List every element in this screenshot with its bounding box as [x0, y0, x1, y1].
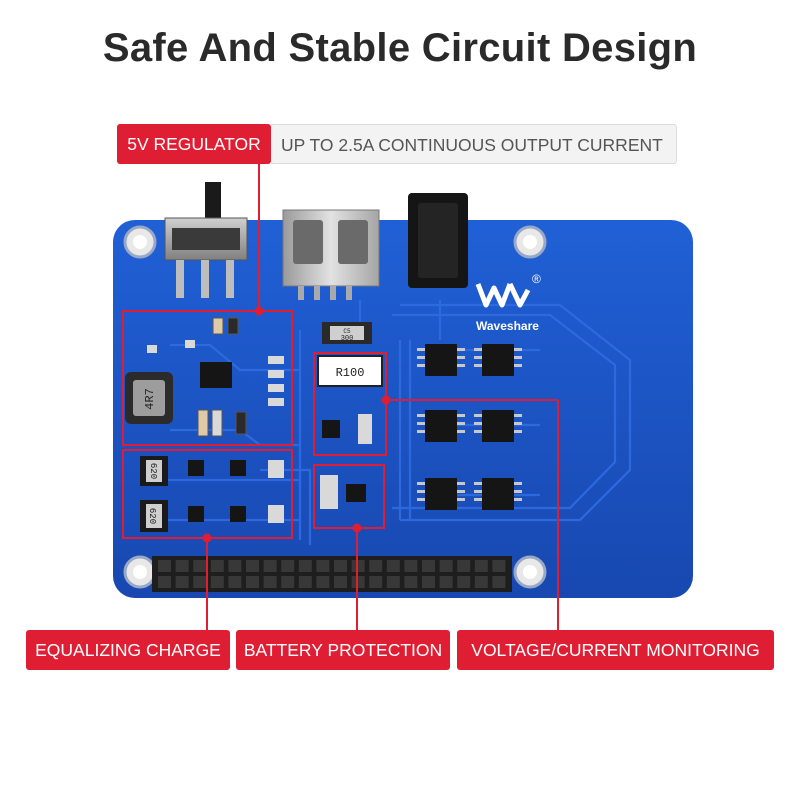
header-pin	[474, 576, 488, 588]
header-pin	[457, 576, 471, 588]
header-pin	[334, 576, 347, 588]
header-pin	[210, 576, 224, 588]
resistor-large-code: R100	[336, 366, 365, 380]
header-pin	[474, 560, 488, 572]
header-pin	[193, 576, 207, 588]
pcb-body	[113, 220, 693, 598]
gpio-header	[152, 556, 512, 592]
header-pin	[404, 560, 418, 572]
header-pin	[246, 576, 259, 588]
header-pin	[281, 576, 295, 588]
header-pin	[298, 560, 312, 572]
callout-regulator-detail: UP TO 2.5A CONTINUOUS OUTPUT CURRENT	[271, 124, 677, 164]
header-pin	[422, 576, 435, 588]
regulator-components: 4R7	[125, 317, 284, 437]
waveshare-logo	[475, 282, 531, 308]
header-pin	[175, 576, 189, 588]
header-pin	[457, 560, 471, 572]
equalizing-components: 620 620	[140, 456, 284, 532]
header-pin	[263, 576, 277, 588]
header-pin	[158, 576, 171, 588]
header-pin	[316, 560, 330, 572]
header-pin	[334, 560, 347, 572]
header-pin	[298, 576, 312, 588]
highlight-boxes	[122, 310, 387, 539]
resistor-small-top: C5	[343, 328, 351, 335]
header-pin	[422, 560, 435, 572]
header-pin	[369, 576, 383, 588]
diode-top-code: 620	[148, 463, 158, 479]
header-pin	[281, 560, 295, 572]
header-pin	[158, 560, 171, 572]
inductor-code: 4R7	[143, 388, 157, 410]
regulator-box	[122, 310, 293, 446]
callout-equalizing-charge: EQUALIZING CHARGE	[26, 630, 230, 670]
brand-label: Waveshare	[476, 319, 539, 333]
header-pin	[492, 576, 506, 588]
header-pin	[175, 560, 189, 572]
header-pin	[228, 560, 242, 572]
battery-protection-box	[313, 464, 385, 529]
header-pin	[316, 576, 330, 588]
header-pin	[351, 560, 365, 572]
page-title: Safe And Stable Circuit Design	[102, 26, 698, 70]
header-pin	[404, 576, 418, 588]
registered-mark: ®	[532, 272, 541, 286]
header-pin	[193, 560, 207, 572]
header-pin	[263, 560, 277, 572]
protection-components: C5 300 R100	[317, 322, 383, 509]
monitoring-ics	[425, 344, 514, 510]
leader-lines	[202, 164, 559, 630]
header-pin	[386, 560, 400, 572]
header-pin	[369, 560, 383, 572]
slide-switch	[164, 182, 248, 298]
header-pin	[439, 576, 453, 588]
header-pin	[439, 560, 453, 572]
callout-voltage-current-monitoring: VOLTAGE/CURRENT MONITORING	[457, 630, 774, 670]
header-pin	[492, 560, 506, 572]
ic-pins	[417, 348, 522, 501]
dc-jack	[408, 193, 468, 288]
mounting-holes	[123, 225, 547, 589]
header-pin	[351, 576, 365, 588]
diode-bottom-code: 620	[147, 508, 157, 524]
callout-battery-protection: BATTERY PROTECTION	[236, 630, 450, 670]
usb-port	[282, 209, 380, 300]
header-pin	[228, 576, 242, 588]
header-pin	[386, 576, 400, 588]
header-pin	[246, 560, 259, 572]
callout-5v-regulator: 5V REGULATOR	[117, 124, 271, 164]
header-pin	[210, 560, 224, 572]
resistor-small-code: 300	[341, 335, 354, 343]
